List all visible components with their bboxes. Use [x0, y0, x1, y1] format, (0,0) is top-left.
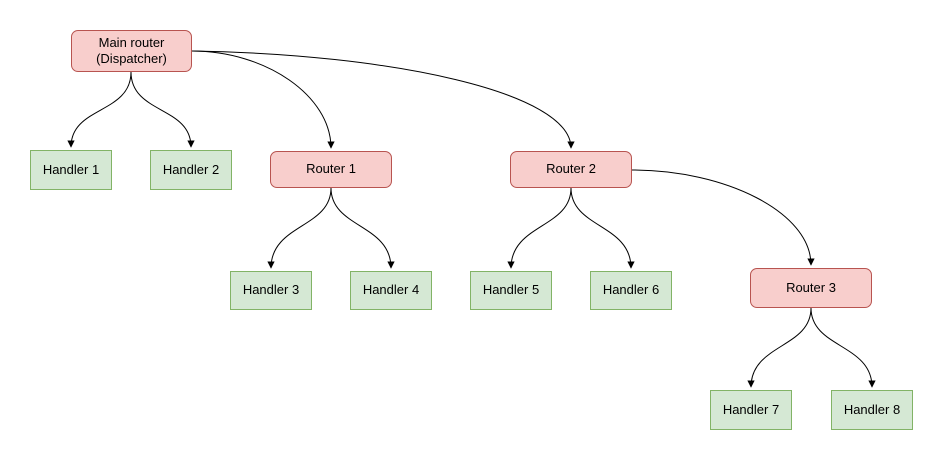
node-handler-6: Handler 6 [590, 271, 672, 310]
node-main-router: Main router (Dispatcher) [71, 30, 192, 72]
node-handler-1: Handler 1 [30, 150, 112, 190]
node-handler-5: Handler 5 [470, 271, 552, 310]
node-router-2: Router 2 [510, 151, 632, 188]
edge-router-2-to-router-3 [631, 169, 815, 266]
node-handler-7: Handler 7 [710, 390, 792, 430]
node-router-3: Router 3 [750, 268, 872, 308]
node-handler-3: Handler 3 [230, 271, 312, 310]
edge-main-router-to-handler-2 [130, 71, 195, 148]
node-handler-4: Handler 4 [350, 271, 432, 310]
edge-router-2-to-handler-5 [507, 187, 572, 269]
edge-main-router-to-router-2 [191, 50, 575, 149]
edge-router-1-to-handler-3 [267, 187, 332, 269]
edge-main-router-to-handler-1 [67, 71, 132, 148]
edge-router-3-to-handler-7 [747, 307, 812, 388]
node-handler-8: Handler 8 [831, 390, 913, 430]
node-handler-2: Handler 2 [150, 150, 232, 190]
node-router-1: Router 1 [270, 151, 392, 188]
edge-main-router-to-router-1 [191, 50, 335, 149]
edge-router-1-to-handler-4 [330, 187, 395, 269]
edge-router-3-to-handler-8 [810, 307, 876, 388]
edge-router-2-to-handler-6 [570, 187, 635, 269]
